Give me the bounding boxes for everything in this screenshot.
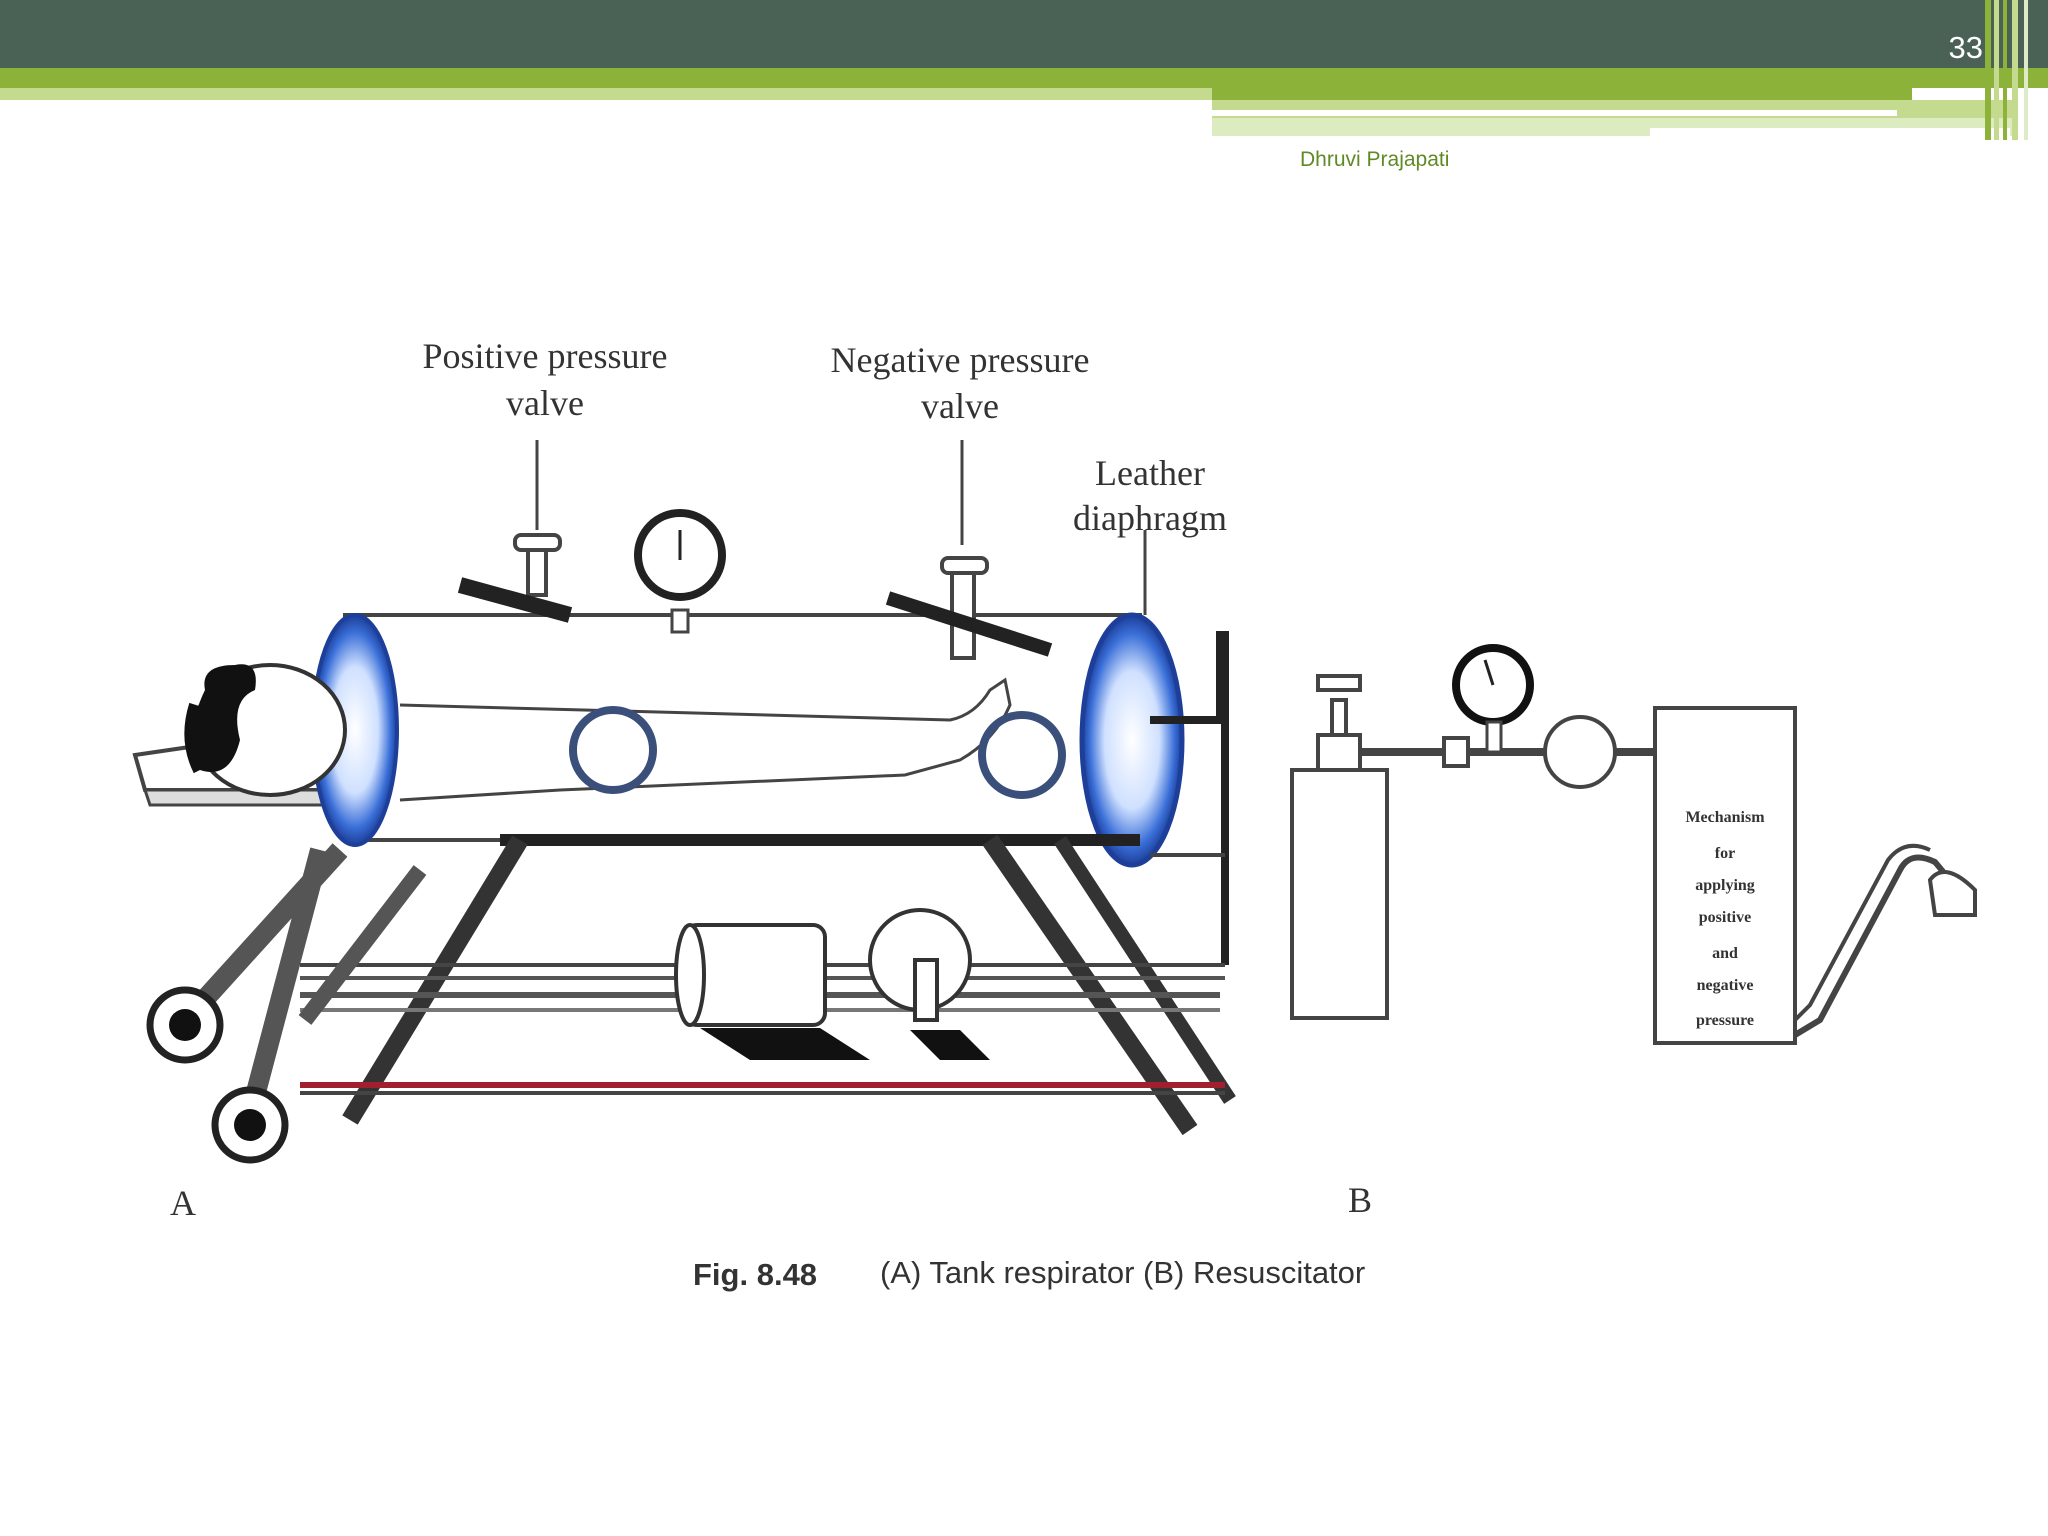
- motor-pump: [674, 908, 990, 1060]
- porthole: [978, 711, 1066, 799]
- corner-bar: [1994, 0, 1999, 140]
- tank-cylinder: [343, 613, 1142, 842]
- caption-figure-number: Fig. 8.48: [693, 1257, 817, 1292]
- positive-valve-label: valve: [506, 383, 584, 423]
- header-stripe: [0, 68, 2048, 88]
- resuscitator: [1290, 644, 1977, 1045]
- svg-text:for: for: [1715, 845, 1735, 862]
- svg-text:positive: positive: [1699, 909, 1751, 926]
- wheel-legs: [146, 843, 427, 1164]
- corner-bar: [1985, 0, 1991, 140]
- porthole: [569, 706, 657, 794]
- caption-text: (A) Tank respirator (B) Resuscitator: [880, 1255, 1365, 1290]
- rear-bracket: [1150, 631, 1229, 965]
- patient-body: [399, 677, 1012, 802]
- negative-valve-label: valve: [921, 386, 999, 426]
- mechanism-box: [1653, 706, 1797, 1045]
- header-stripe-light: [0, 88, 1212, 100]
- svg-text:negative: negative: [1697, 977, 1754, 994]
- bag: [1543, 715, 1617, 789]
- mechanism-label: Mechanism for applying positive and nega…: [1685, 809, 1765, 1029]
- resuscitator-gauge: [1452, 644, 1534, 754]
- svg-text:and: and: [1712, 945, 1738, 962]
- header-stripe-gap-2: [1650, 128, 2010, 138]
- corner-bar: [2012, 0, 2018, 140]
- patient-head: [184, 663, 347, 797]
- tank-respirator: [132, 440, 1236, 1164]
- svg-text:pressure: pressure: [1696, 1012, 1754, 1029]
- leather-diaphragm-label: diaphragm: [1073, 498, 1227, 538]
- positive-valve-label: Positive pressure: [423, 336, 668, 376]
- panel-a-label: A: [170, 1183, 196, 1223]
- svg-text:applying: applying: [1695, 877, 1755, 894]
- header-stripe-right: [1212, 88, 1912, 100]
- pressure-gauge: [634, 509, 726, 634]
- svg-text:Mechanism: Mechanism: [1685, 809, 1765, 826]
- panel-b-label: B: [1348, 1180, 1372, 1220]
- negative-pressure-valve: [885, 440, 1053, 660]
- leather-diaphragm: [1079, 612, 1185, 868]
- header-bar: [0, 0, 2048, 68]
- header-stripe-gap: [1212, 110, 1897, 116]
- author-name: Dhruvi Prajapati: [1300, 148, 1450, 171]
- corner-bar: [2003, 0, 2007, 140]
- negative-valve-label: Negative pressure: [831, 340, 1090, 380]
- slide-number: 33: [1948, 30, 1983, 65]
- leather-diaphragm-label: Leather: [1095, 453, 1205, 493]
- corner-bar: [2024, 0, 2028, 140]
- gas-cylinder: [1290, 768, 1389, 1020]
- positive-pressure-valve: [457, 440, 573, 623]
- face-mask-tube: [1793, 854, 1953, 1038]
